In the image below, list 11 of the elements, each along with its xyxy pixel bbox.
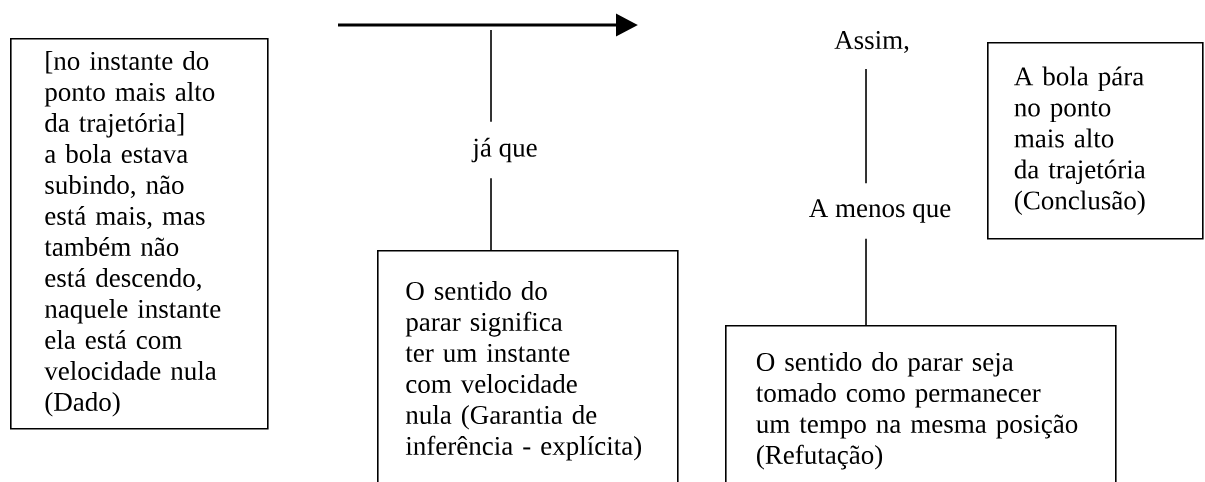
text-box: A bola pára no ponto mais alto da trajetória (Conclusão) (987, 42, 1204, 240)
connector-word: Assim, (834, 31, 909, 53)
connector-word: A menos que (809, 199, 951, 223)
text-box: O sentido do parar significa ter um instante com velocidade nula (Garantia de inferência - explícita) (377, 250, 679, 482)
connector-line (490, 29, 492, 123)
connector-line (865, 238, 867, 326)
connector-line (490, 177, 492, 251)
text-box: [no instante do ponto mais alto da trajetória] a bola estava subindo, não está mais, mas também não está descendo, naquele instante ela está com velocidade nula (Dado) (10, 38, 269, 430)
connector-word: já que (471, 137, 537, 163)
text-box: O sentido do parar seja tomado como permanecer um tempo na mesma posição (Refutação) (725, 325, 1117, 482)
connector-line (865, 68, 867, 184)
